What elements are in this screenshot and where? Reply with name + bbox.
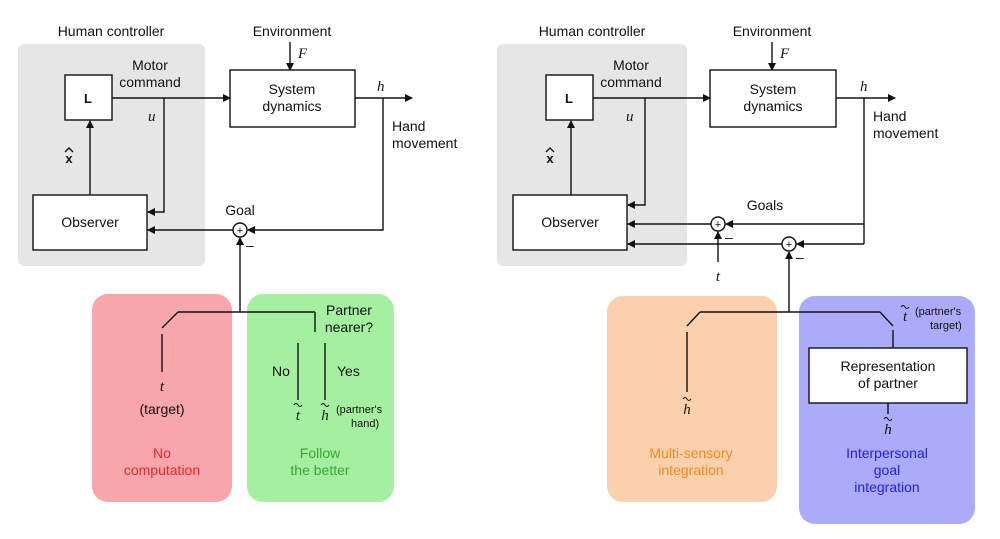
system-dynamics-label-1: System [269, 81, 316, 97]
partner-nearer-label-2: nearer? [325, 319, 373, 335]
x-hat-label-right: x [546, 151, 554, 166]
no-computation-caption-2: computation [124, 462, 200, 478]
hand-movement-label-1: Hand [392, 118, 425, 134]
human-controller-label-right: Human controller [539, 23, 646, 39]
partner-hand-label-2: hand) [351, 418, 379, 430]
observer-box [32, 194, 148, 251]
partner-target-label-1: (partner's [915, 306, 962, 318]
t-tilde-mark [293, 403, 303, 407]
partner-nearer-label-1: Partner [326, 302, 372, 318]
hand-movement-label-1-right: Hand [873, 108, 906, 124]
interpersonal-caption-3: integration [854, 479, 919, 495]
junction-2-plus: + [786, 239, 792, 251]
system-dynamics-label-1-right: System [750, 81, 797, 97]
hand-movement-label-2-right: movement [873, 125, 938, 141]
efference-copy-line [147, 98, 165, 216]
motor-command-label-2: command [119, 74, 180, 90]
multi-sensory-caption-2: integration [658, 462, 723, 478]
partner-target-t-tilde: t [296, 408, 301, 424]
multi-sensory-region [607, 296, 777, 502]
force-label: F [297, 46, 308, 62]
t-input-label: t [716, 269, 721, 285]
partner-hand-h-tilde: h [321, 408, 329, 424]
goal-plus-sign: + [237, 225, 243, 237]
x-hat-caret-right [545, 147, 555, 153]
multi-sensory-h-tilde: h [683, 402, 691, 418]
representation-of-partner-box [808, 347, 968, 404]
multi-sensory-h-tilde-mark [682, 397, 692, 401]
force-label-right: F [779, 46, 790, 62]
yes-label: Yes [337, 363, 360, 379]
goal-label: Goal [225, 202, 255, 218]
follow-better-caption-1: Follow [300, 445, 341, 461]
x-hat-caret [64, 147, 74, 153]
controller-L-label: L [84, 91, 92, 106]
follow-better-caption-2: the better [290, 462, 349, 478]
x-hat-label: x [65, 151, 73, 166]
observer-label-right: Observer [541, 214, 599, 230]
observer-label: Observer [61, 214, 119, 230]
no-computation-caption-1: No [153, 445, 171, 461]
interpersonal-caption-1: Interpersonal [846, 445, 928, 461]
efference-copy-line-right [627, 98, 646, 209]
human-controller-label: Human controller [58, 23, 165, 39]
left-panel: Human controller Environment F System dy… [18, 23, 457, 502]
partner-target-t-tilde-right: t [903, 309, 908, 325]
interpersonal-caption-2: goal [874, 462, 900, 478]
junction-1-plus: + [715, 219, 721, 231]
interpersonal-h-tilde-mark [883, 417, 893, 421]
motor-command-label-2-right: command [600, 74, 661, 90]
no-label: No [272, 363, 290, 379]
target-label: (target) [139, 401, 184, 417]
motor-command-label-1: Motor [132, 57, 168, 73]
interpersonal-h-tilde: h [884, 422, 892, 438]
switch-arm-left [161, 311, 179, 329]
controller-L-box-right [545, 74, 594, 121]
hand-movement-label-2: movement [392, 135, 457, 151]
motor-command-label-1-right: Motor [613, 57, 649, 73]
bus-arm-left [686, 311, 701, 327]
partner-target-label-2: target) [930, 320, 962, 332]
representation-label-1: Representation [841, 358, 936, 374]
follow-the-better-region [247, 294, 394, 502]
goal-minus-sign: – [246, 237, 254, 253]
partner-target-tilde-mark [900, 305, 910, 309]
no-computation-region [92, 294, 232, 502]
environment-label: Environment [253, 23, 332, 39]
right-panel: Human controller Environment F System dy… [497, 23, 975, 524]
environment-label-right: Environment [733, 23, 812, 39]
system-dynamics-label-2-right: dynamics [743, 98, 802, 114]
goals-label: Goals [747, 197, 784, 213]
system-dynamics-label-2: dynamics [262, 98, 321, 114]
junction-1-minus: – [725, 229, 733, 245]
multi-sensory-caption-1: Multi-sensory [649, 445, 732, 461]
bus-arm-right [879, 311, 894, 327]
u-label-right: u [626, 109, 634, 125]
representation-label-2: of partner [858, 375, 918, 391]
hand-feedback-line [247, 98, 384, 234]
partner-hand-label-1: (partner's [336, 404, 383, 416]
junction-2-minus: – [796, 249, 804, 265]
t-label: t [160, 379, 165, 395]
observer-box-right [512, 194, 628, 251]
h-label: h [377, 79, 385, 95]
u-label: u [148, 109, 156, 125]
h-tilde-mark [320, 403, 330, 407]
system-dynamics-box [229, 69, 356, 128]
controller-L-label-right: L [565, 91, 573, 106]
h-label-right: h [860, 79, 868, 95]
